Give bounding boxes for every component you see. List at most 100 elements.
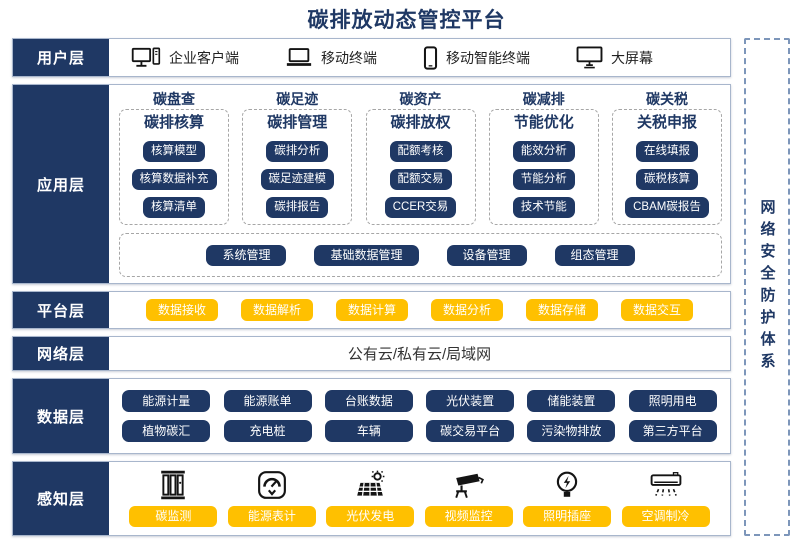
layer-network-label: 网络层 <box>13 336 109 371</box>
app-item-button: 技术节能 <box>512 197 575 219</box>
layer-platform: 平台层 数据接收 数据解析 数据计算 数据分析 数据存储 数据交互 <box>12 291 731 329</box>
app-item-button: 在线填报 <box>636 141 698 163</box>
sense-item-label: 能源表计 <box>227 505 316 527</box>
air-conditioner-icon <box>650 466 682 500</box>
layer-network: 网络层 公有云/私有云/局域网 <box>12 335 731 372</box>
layer-network-content: 公有云/私有云/局域网 <box>109 337 730 370</box>
app-column-subtitle: 碳排管理 <box>267 114 328 132</box>
platform-item-button: 数据接收 <box>146 299 218 322</box>
layer-user-content: 企业客户端 移动终端 <box>109 39 730 76</box>
sense-item-label: 光伏发电 <box>326 505 415 527</box>
user-item-smart-terminal: 移动智能终端 <box>423 46 530 70</box>
app-common-button: 设备管理 <box>446 244 527 266</box>
sense-item-label: 照明插座 <box>523 505 612 527</box>
layer-perception: 感知层 碳监测 <box>12 460 731 536</box>
app-item-button: 配额交易 <box>389 169 452 191</box>
carbon-monitor-icon <box>158 466 188 500</box>
user-item-label: 移动终端 <box>321 49 377 66</box>
app-column-box: 碳排管理 碳排分析 碳足迹建模 碳排报告 <box>242 109 353 226</box>
app-column-carbon-tariff: 碳关税 关税申报 在线填报 碳税核算 CBAM碳报告 <box>612 90 722 226</box>
user-item-big-screen: 大屏幕 <box>576 46 653 69</box>
sense-item-label: 碳监测 <box>129 505 218 527</box>
app-column-box: 节能优化 能效分析 节能分析 技术节能 <box>488 109 599 226</box>
app-common-button: 基础数据管理 <box>314 244 419 266</box>
layer-user: 用户层 企业客户端 <box>12 38 731 78</box>
platform-item-button: 数据交互 <box>621 299 693 322</box>
layer-platform-label: 平台层 <box>13 292 109 328</box>
security-protection-sidebar: 网络安全防护体系 <box>744 38 790 536</box>
app-column-box: 碳排放权 配额考核 配额交易 CCER交易 <box>365 109 476 226</box>
layer-data: 数据层 能源计量 能源账单 台账数据 光伏装置 储能装置 照明用电 植物碳汇 充… <box>12 378 731 454</box>
app-column-title: 碳减排 <box>522 91 565 108</box>
energy-meter-icon <box>257 466 287 500</box>
app-column-title: 碳足迹 <box>276 91 319 108</box>
network-clouds-text: 公有云/私有云/局域网 <box>347 346 492 363</box>
app-common-button: 系统管理 <box>206 244 287 266</box>
sense-item-carbon-monitor: 碳监测 <box>129 466 218 527</box>
layer-app-content: 碳盘查 碳排核算 核算模型 核算数据补充 核算清单 碳足迹 碳排管理 <box>109 85 730 283</box>
data-item-button: 植物碳汇 <box>122 420 211 443</box>
app-common-management-box: 系统管理 基础数据管理 设备管理 组态管理 <box>119 233 722 278</box>
app-item-button: 能效分析 <box>512 141 575 163</box>
big-screen-icon <box>576 46 603 69</box>
app-column-title: 碳盘查 <box>153 91 195 108</box>
data-item-button: 台账数据 <box>324 390 413 413</box>
app-item-button: CBAM碳报告 <box>625 197 709 219</box>
sense-item-cctv: 视频监控 <box>424 466 513 527</box>
cctv-camera-icon <box>453 466 485 500</box>
laptop-icon <box>285 47 313 68</box>
app-item-button: 核算清单 <box>143 197 205 219</box>
user-item-label: 企业客户端 <box>169 49 239 66</box>
data-item-button: 第三方平台 <box>628 420 717 443</box>
data-item-button: 充电桩 <box>223 420 312 443</box>
user-item-label: 大屏幕 <box>611 49 653 66</box>
app-column-carbon-reduction: 碳减排 节能优化 能效分析 节能分析 技术节能 <box>488 90 599 226</box>
app-item-button: CCER交易 <box>384 197 457 219</box>
security-sidebar-label: 网络安全防护体系 <box>758 199 776 375</box>
data-item-button: 污染物排放 <box>527 420 616 443</box>
data-item-button: 能源计量 <box>122 390 211 413</box>
app-item-button: 核算数据补充 <box>131 169 217 191</box>
app-column-title: 碳关税 <box>646 91 688 108</box>
layer-app: 应用层 碳盘查 碳排核算 核算模型 核算数据补充 核算清单 <box>12 84 731 285</box>
sense-item-label: 视频监控 <box>424 505 513 527</box>
light-bulb-icon <box>554 466 580 500</box>
app-item-button: 碳税核算 <box>636 169 698 191</box>
app-column-carbon-asset: 碳资产 碳排放权 配额考核 配额交易 CCER交易 <box>365 90 476 226</box>
app-item-button: 碳排分析 <box>266 141 329 163</box>
layer-platform-content: 数据接收 数据解析 数据计算 数据分析 数据存储 数据交互 <box>109 292 730 327</box>
layer-perception-label: 感知层 <box>13 461 109 535</box>
data-item-button: 储能装置 <box>527 390 616 413</box>
layer-data-label: 数据层 <box>13 379 109 453</box>
data-item-button: 能源账单 <box>223 390 312 413</box>
user-item-enterprise-client: 企业客户端 <box>131 47 239 69</box>
desktop-pc-icon <box>131 47 161 69</box>
app-item-button: 碳排报告 <box>266 197 329 219</box>
diagram-body: 用户层 企业客户端 <box>12 38 801 536</box>
page-title: 碳排放动态管控平台 <box>307 9 506 32</box>
layer-perception-content: 碳监测 能源表计 <box>109 462 730 535</box>
data-item-button: 光伏装置 <box>426 390 515 413</box>
user-item-label: 移动智能终端 <box>446 49 530 66</box>
sense-item-ac: 空调制冷 <box>621 466 710 527</box>
platform-item-button: 数据计算 <box>336 299 408 322</box>
app-common-button: 组态管理 <box>554 244 635 266</box>
solar-panel-icon <box>354 466 386 500</box>
app-columns: 碳盘查 碳排核算 核算模型 核算数据补充 核算清单 碳足迹 碳排管理 <box>119 90 722 226</box>
platform-item-button: 数据解析 <box>241 299 313 322</box>
sense-item-solar: 光伏发电 <box>326 466 415 527</box>
app-column-carbon-footprint: 碳足迹 碳排管理 碳排分析 碳足迹建模 碳排报告 <box>242 90 353 226</box>
app-column-subtitle: 碳排放权 <box>390 114 451 132</box>
sense-item-label: 空调制冷 <box>621 505 710 527</box>
smartphone-icon <box>423 46 438 70</box>
app-column-box: 碳排核算 核算模型 核算数据补充 核算清单 <box>119 109 229 226</box>
layer-data-content: 能源计量 能源账单 台账数据 光伏装置 储能装置 照明用电 植物碳汇 充电桩 车… <box>109 379 730 453</box>
app-item-button: 核算模型 <box>143 141 205 163</box>
app-column-carbon-inventory: 碳盘查 碳排核算 核算模型 核算数据补充 核算清单 <box>119 90 229 226</box>
app-column-box: 关税申报 在线填报 碳税核算 CBAM碳报告 <box>612 109 722 226</box>
app-column-subtitle: 节能优化 <box>513 114 574 132</box>
user-item-mobile-terminal: 移动终端 <box>285 47 377 68</box>
data-item-button: 照明用电 <box>628 390 717 413</box>
app-item-button: 节能分析 <box>512 169 575 191</box>
